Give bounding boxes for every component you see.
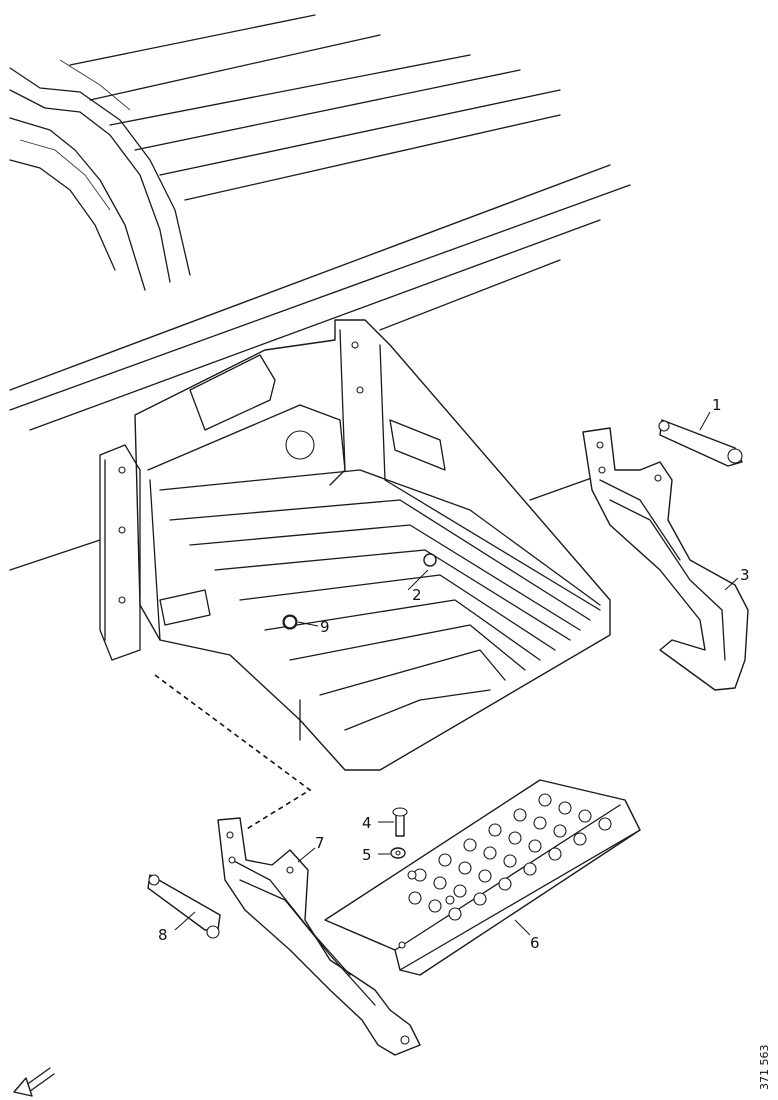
chassis-frame <box>9 14 631 571</box>
part-8-pin <box>147 874 221 939</box>
callout-4: 4 <box>362 814 372 832</box>
part-9-fastener <box>283 615 297 629</box>
callout-6: 6 <box>530 934 540 952</box>
figure-reference: 371 563 <box>758 1045 771 1091</box>
part-5-nut <box>390 847 406 859</box>
carrier-box <box>99 319 611 771</box>
arrow-down-left-icon <box>13 1067 55 1097</box>
callout-8: 8 <box>158 926 168 944</box>
leader-lines <box>174 411 739 936</box>
part-3-bracket <box>582 427 749 691</box>
assembly-dashed-line <box>154 674 312 831</box>
callout-9: 9 <box>320 618 330 636</box>
callout-5: 5 <box>362 846 372 864</box>
callout-2: 2 <box>412 586 422 604</box>
part-6-step-plate <box>324 779 641 976</box>
part-7-bracket <box>217 817 421 1056</box>
part-2-fastener <box>423 553 437 567</box>
callout-1: 1 <box>712 396 722 414</box>
step-plate-holes <box>407 793 612 921</box>
callout-3: 3 <box>740 566 750 584</box>
callout-7: 7 <box>315 834 325 852</box>
part-4-bolt <box>392 807 408 837</box>
part-1-pin <box>658 419 743 467</box>
